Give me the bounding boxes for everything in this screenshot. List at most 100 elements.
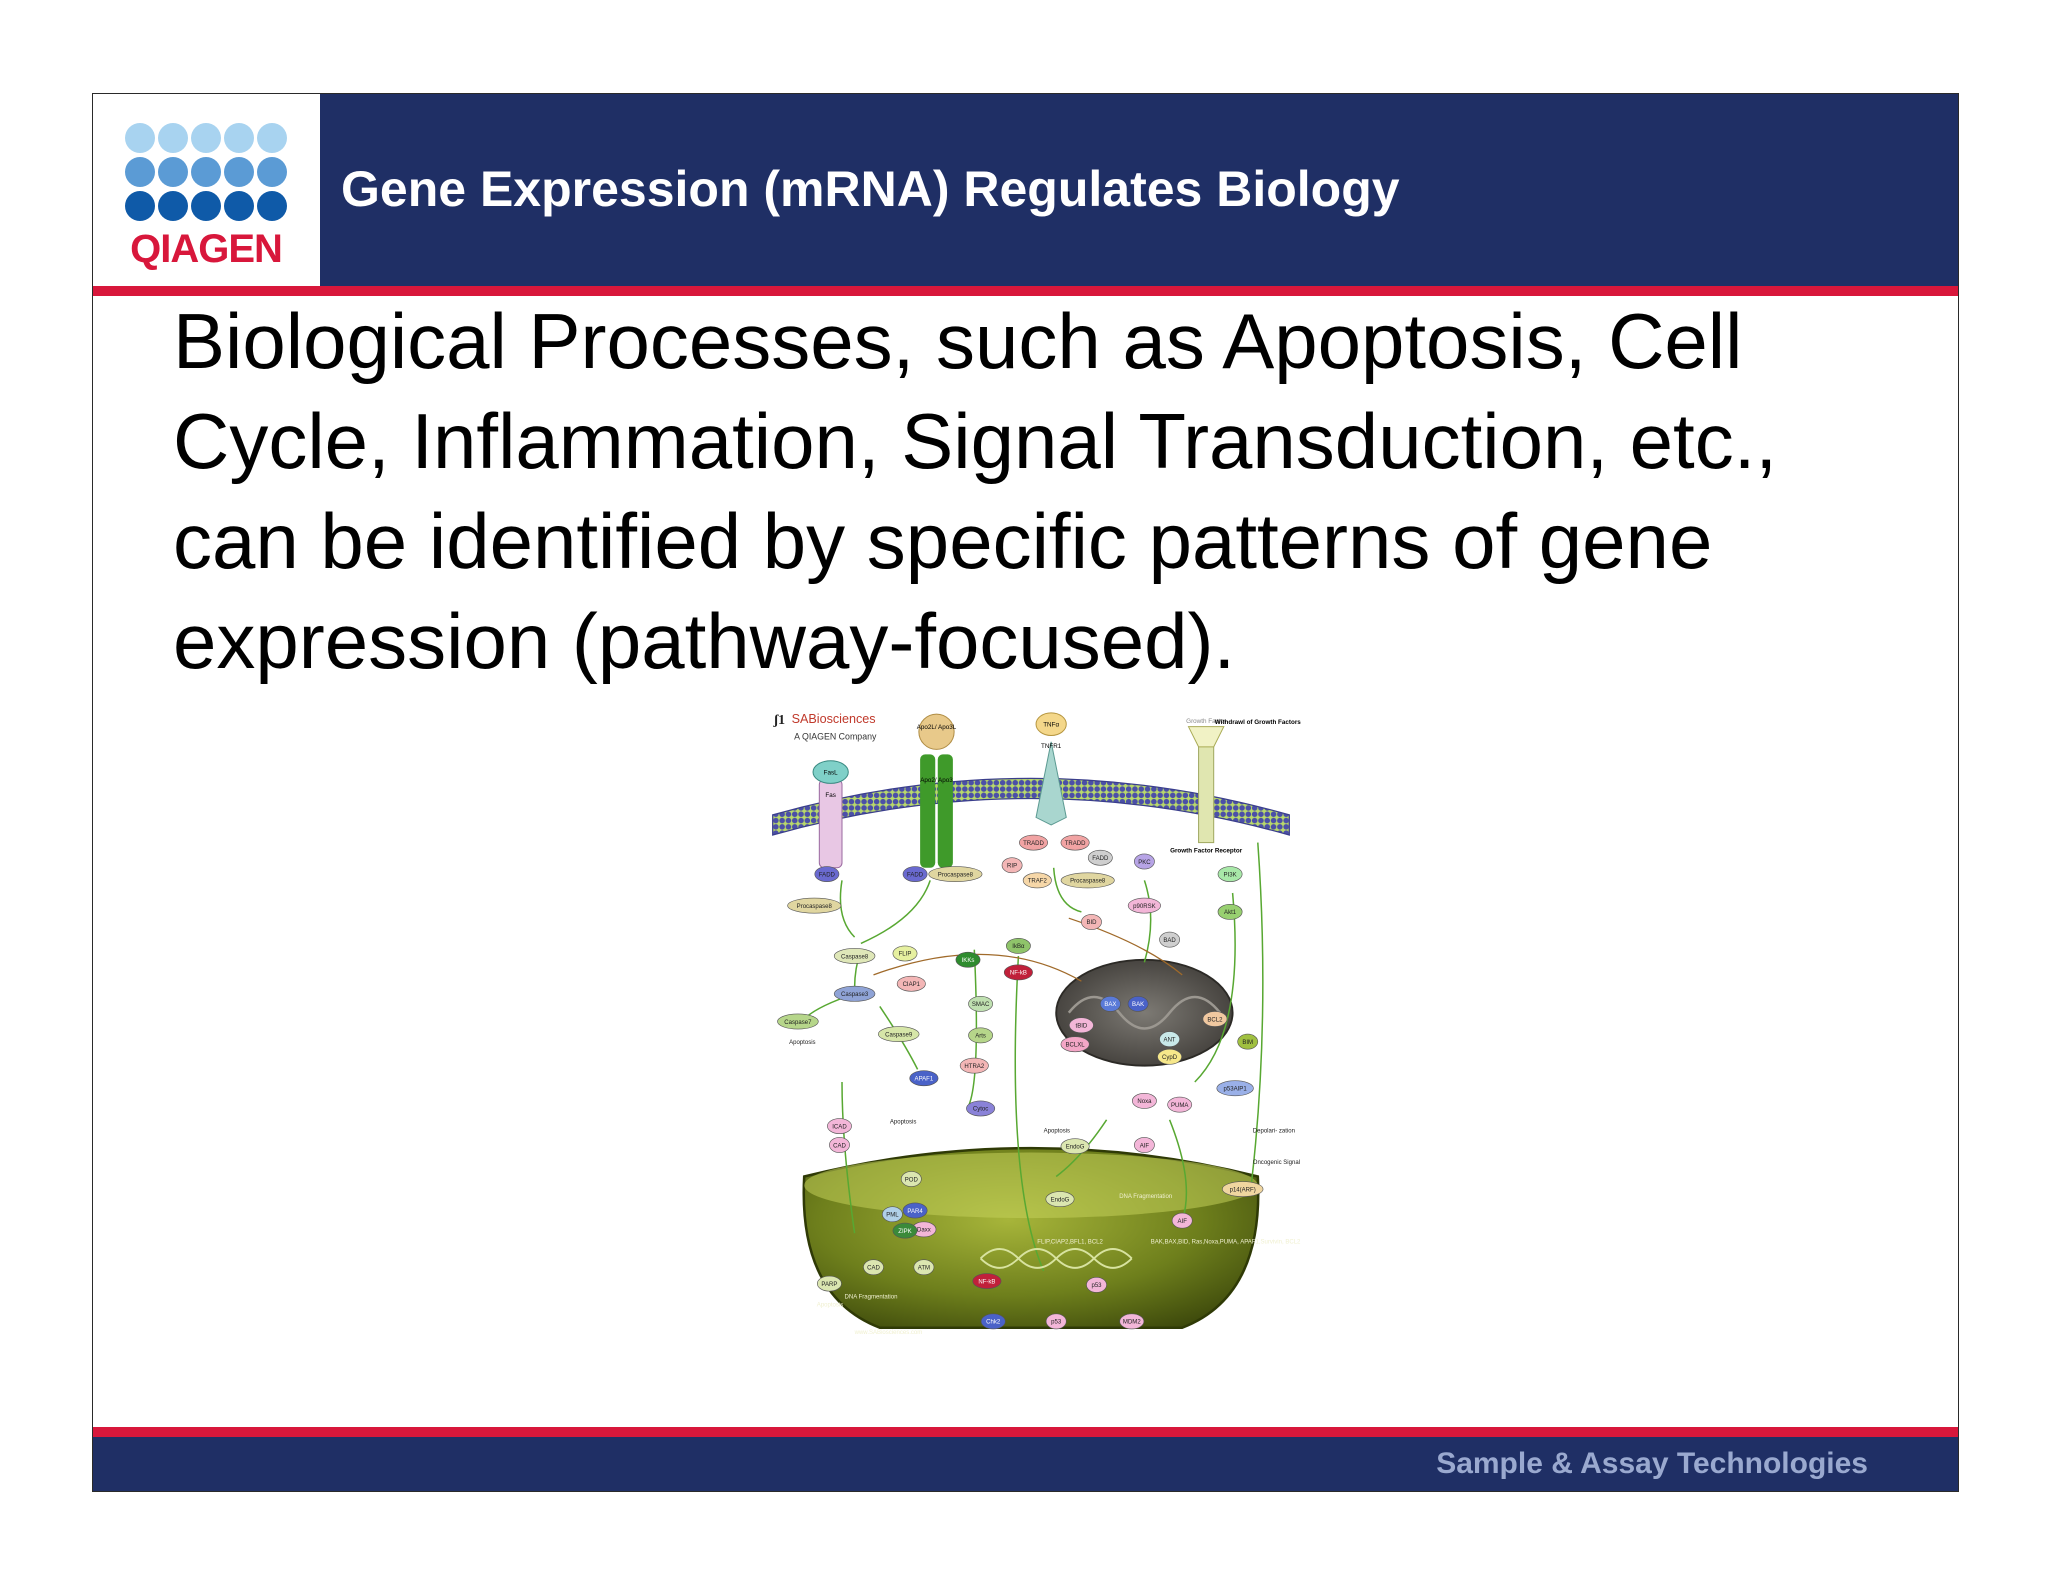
- pathway-node-label: ZIPK: [898, 1229, 911, 1235]
- pathway-node-caspase9: Caspase9: [877, 1026, 920, 1042]
- svg-text:TNFR1: TNFR1: [1041, 743, 1062, 750]
- pathway-node-bad: BAD: [1159, 931, 1180, 948]
- body-paragraph: Biological Processes, such as Apoptosis,…: [173, 291, 1913, 691]
- pathway-node-shape: [882, 1206, 903, 1223]
- pathway-node-shape: [787, 897, 842, 914]
- pathway-node-bim: BIM: [1237, 1033, 1259, 1050]
- pathway-node-label: BCLXL: [1066, 1042, 1086, 1048]
- pathway-node-shape: [1127, 897, 1161, 914]
- apo-receptor: Apo2L/ Apo3L Apo2/ Apo3: [917, 713, 957, 868]
- pathway-node-label: BAX: [1104, 1002, 1116, 1008]
- logo-dot: [191, 191, 221, 221]
- pathway-node-shape: [1045, 1191, 1075, 1208]
- pathway-node-endog2: EndoG: [1045, 1191, 1075, 1208]
- pathway-node-caspase8: Caspase8: [833, 948, 876, 964]
- pathway-node-shape: [1217, 866, 1243, 882]
- qiagen-logo: QIAGEN: [93, 94, 320, 286]
- page-title: Gene Expression (mRNA) Regulates Biology: [341, 161, 1400, 217]
- pathway-node-label: BID: [1086, 920, 1097, 926]
- svg-text:ʃ1: ʃ1: [773, 712, 785, 727]
- pathway-node-label: NF-kB: [1010, 971, 1027, 977]
- pathway-node-label: ANT: [1164, 1037, 1176, 1043]
- pathway-node-label: RIP: [1007, 864, 1017, 870]
- pathway-node-label: Caspase8: [841, 954, 869, 960]
- logo-dot: [158, 157, 188, 187]
- pathway-node-shape: [1159, 1031, 1180, 1048]
- diagram-brand: SABiosciences: [792, 712, 876, 726]
- pathway-node-label: PKC: [1138, 860, 1151, 866]
- pathway-node-zipk: ZIPK: [892, 1222, 918, 1239]
- pathway-node-cad2: CAD: [863, 1259, 884, 1276]
- pathway-node-akt: Akt1: [1217, 904, 1243, 920]
- pathway-node-shape: [1221, 1181, 1264, 1197]
- logo-dot: [191, 157, 221, 187]
- pathway-node-label: Procaspase8: [938, 872, 974, 878]
- tnf-receptor: TNFα TNFR1: [1035, 712, 1067, 826]
- pathway-node-p14arf: p14(ARF): [1221, 1181, 1264, 1197]
- pathway-node-fadd1: FADD: [814, 866, 840, 882]
- svg-text:Withdrawl of Growth Factors: Withdrawl of Growth Factors: [1215, 719, 1301, 726]
- pathway-node-shape: [1019, 834, 1049, 851]
- svg-text:TNFα: TNFα: [1043, 722, 1059, 729]
- pathway-node-label: BAK: [1132, 1002, 1144, 1008]
- pathway-node-label: FADD: [819, 872, 836, 878]
- fas-receptor: FasL Fas: [812, 760, 849, 869]
- pathway-node-p90rsk: p90RSK: [1127, 897, 1161, 914]
- pathway-node-icad: ICAD: [827, 1118, 852, 1134]
- growth-factor-receptor: Growth Factor Withdrawl of Growth Factor…: [1170, 718, 1301, 855]
- pathway-node-shape: [777, 1013, 819, 1030]
- pathway-node-label: p53: [1091, 1283, 1102, 1289]
- pathway-node-bax: BAX: [1099, 996, 1121, 1012]
- pathway-label-targets2: BAK,BAX,BID, Ras,Noxa,PUMA, APAF1,Surviv…: [1151, 1239, 1301, 1245]
- pathway-node-shape: [966, 1100, 996, 1117]
- header-divider: [93, 286, 1958, 296]
- pathway-node-shape: [968, 996, 994, 1012]
- pathway-node-label: EndoG: [1051, 1197, 1070, 1203]
- pathway-node-shape: [1086, 1276, 1107, 1293]
- pathway-node-rip: RIP: [1001, 857, 1023, 874]
- pathway-node-label: AIF: [1178, 1219, 1188, 1225]
- pathway-node-shape: [909, 1070, 939, 1087]
- pathway-node-label: tBID: [1076, 1024, 1088, 1030]
- pathway-node-shape: [1134, 853, 1155, 870]
- pathway-node-label: BCL2: [1207, 1017, 1223, 1023]
- footer-divider: [93, 1427, 1958, 1437]
- pathway-node-shape: [1134, 1137, 1155, 1153]
- apoptosis-pathway-diagram: ʃ1 SABiosciences A QIAGEN Company FasL F…: [772, 712, 1301, 1334]
- pathway-node-pkc: PKC: [1134, 853, 1155, 870]
- diagram-brand-sub: A QIAGEN Company: [794, 731, 877, 741]
- qiagen-logo-icon: QIAGEN: [125, 123, 287, 271]
- pathway-node-shape: [1060, 834, 1090, 851]
- pathway-node-label: CAD: [867, 1265, 880, 1271]
- body-line: can be identified by specific patterns o…: [173, 497, 1713, 585]
- pathway-node-label: BIM: [1242, 1040, 1253, 1046]
- pathway-node-pi3k: PI3K: [1217, 866, 1243, 882]
- pathway-node-label: Procaspase8: [1070, 879, 1106, 885]
- pathway-label-depol: Depolari- zation: [1253, 1128, 1295, 1134]
- pathway-node-bak: BAK: [1127, 996, 1149, 1012]
- slide: QIAGEN Gene Expression (mRNA) Regulates …: [92, 93, 1959, 1492]
- pathway-node-label: Daxx: [917, 1228, 931, 1234]
- pathway-label-apoptosis2: Apoptosis: [890, 1120, 917, 1126]
- pathway-node-chk2: Chk2: [980, 1313, 1006, 1330]
- pathway-node-atm: ATM: [913, 1259, 935, 1276]
- pathway-node-bcl2: BCL2: [1202, 1011, 1228, 1027]
- pathway-node-p53b: p53: [1045, 1313, 1067, 1330]
- pathway-node-label: Cytoc: [973, 1107, 988, 1113]
- pathway-node-label: HTRA2: [964, 1064, 984, 1070]
- pathway-node-traf2: TRAF2: [1022, 872, 1052, 889]
- pathway-node-label: IKKs: [962, 958, 975, 964]
- pathway-node-label: FLIP: [899, 952, 912, 958]
- pathway-node-label: Chk2: [986, 1320, 1001, 1326]
- pathway-node-procasp8a: Procaspase8: [787, 897, 842, 914]
- pathway-node-smac: SMAC: [968, 996, 994, 1012]
- pathway-label-onco: Oncogenic Signal: [1253, 1160, 1300, 1166]
- logo-dot: [224, 191, 254, 221]
- svg-text:Growth Factor: Growth Factor: [1186, 718, 1226, 725]
- pathway-node-pod: POD: [900, 1171, 922, 1187]
- pathway-node-label: Noxa: [1137, 1099, 1152, 1105]
- logo-dot: [125, 191, 155, 221]
- svg-text:Growth Factor Receptor: Growth Factor Receptor: [1170, 848, 1243, 855]
- pathway-node-mdm2: MDM2: [1119, 1313, 1145, 1330]
